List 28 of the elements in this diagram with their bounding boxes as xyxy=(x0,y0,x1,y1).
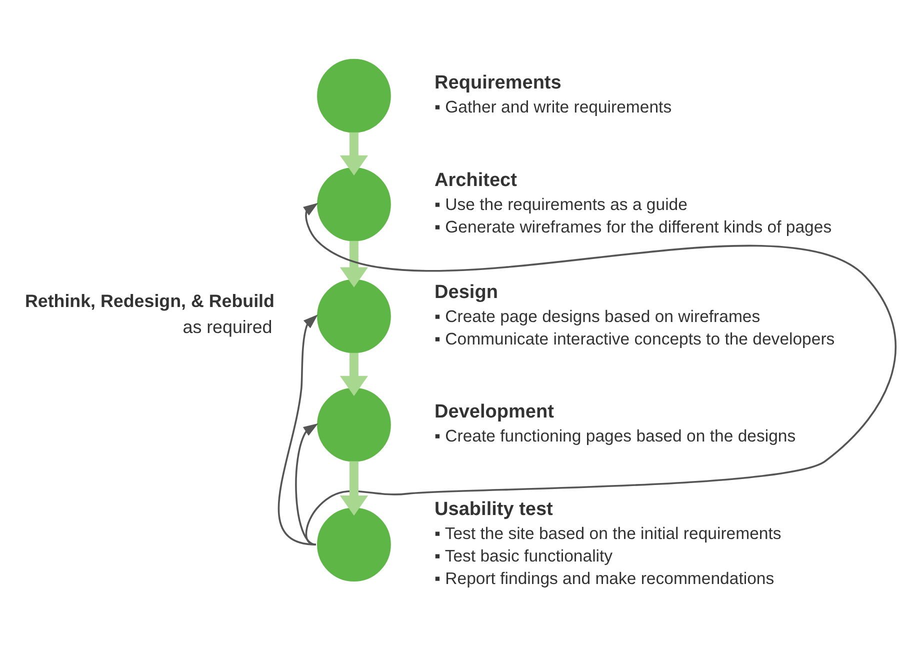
label: Rethink, Redesign, & Rebuild xyxy=(24,290,274,311)
arrow xyxy=(340,460,368,516)
node-label: ▪ Create page designs based on wireframes xyxy=(434,306,760,326)
arrow xyxy=(340,240,368,287)
node-label: Requirements xyxy=(434,72,562,94)
node-circle xyxy=(317,278,391,353)
node-circle xyxy=(317,387,391,462)
node-label: ▪ Generate wireframes for the different kinds of pages xyxy=(434,216,832,236)
arrow xyxy=(340,132,368,175)
node-label: ▪ Test basic functionality xyxy=(434,546,613,565)
node-circle xyxy=(317,507,391,582)
node-label: ▪ Use the requirements as a guide xyxy=(434,194,688,214)
label: as required xyxy=(182,316,272,336)
node-label: Design xyxy=(434,281,498,302)
node-label: ▪ Create functioning pages based on the designs xyxy=(434,426,796,446)
node-label: ▪ Communicate interactive concepts to the developers xyxy=(434,328,835,348)
arrow xyxy=(295,422,318,545)
node-label: Usability test xyxy=(434,498,553,520)
node-circle xyxy=(317,166,391,241)
arrow xyxy=(278,314,318,545)
node-label: Development xyxy=(434,401,554,422)
arrow xyxy=(340,352,368,396)
node-circle xyxy=(317,58,391,132)
arrow xyxy=(303,202,896,545)
node-label: ▪ Report findings and make recommendations xyxy=(434,568,774,588)
node-label: ▪ Gather and write requirements xyxy=(434,97,672,116)
node-label: ▪ Test the site based on the initial requirements xyxy=(434,524,782,543)
node-label: Architect xyxy=(434,170,517,191)
